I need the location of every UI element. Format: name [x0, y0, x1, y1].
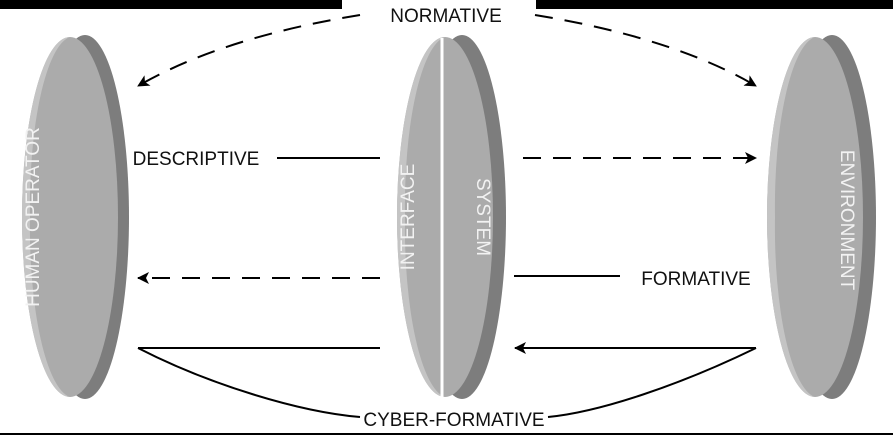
- cyber-formative-curve-right: [547, 347, 757, 418]
- descriptive-label: DESCRIPTIVE: [133, 149, 260, 170]
- normative-arrow-left: [137, 14, 361, 87]
- environment-label: ENVIRONMENT: [836, 150, 857, 291]
- cyber-formative-label: CYBER-FORMATIVE: [363, 410, 544, 431]
- top-band-left: [0, 0, 342, 9]
- interface-system-disc: [397, 35, 506, 399]
- interface-label: INTERFACE: [398, 164, 419, 271]
- bottom-rule: [0, 433, 893, 435]
- system-label: SYSTEM: [472, 178, 493, 256]
- normative-arrow-right: [534, 14, 757, 87]
- human-operator-disc: [22, 35, 129, 399]
- cyber-formative-curve-left: [137, 347, 361, 418]
- normative-label: NORMATIVE: [390, 6, 502, 27]
- top-band-right: [536, 0, 893, 9]
- environment-disc: [767, 35, 876, 399]
- formative-label: FORMATIVE: [641, 269, 750, 290]
- human-operator-label: HUMAN OPERATOR: [23, 127, 44, 307]
